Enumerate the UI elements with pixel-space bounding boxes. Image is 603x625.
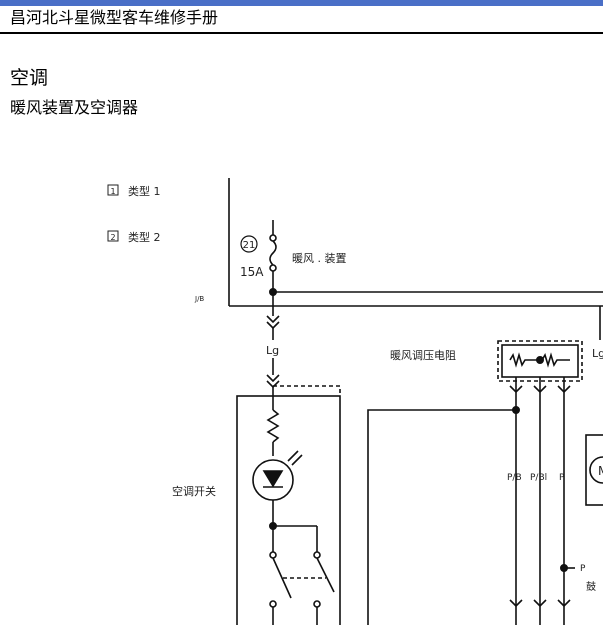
legend-marker-2	[107, 230, 119, 242]
switch-label: 空调开关	[172, 484, 216, 498]
motor-symbol: M	[598, 464, 603, 478]
manual-title: 昌河北斗星微型客车维修手册	[10, 8, 219, 27]
section-title: 空调	[10, 67, 49, 89]
light-emission-icon	[287, 450, 303, 466]
wire-p-right-label: P	[580, 564, 586, 574]
resistor-dashed-outline	[497, 340, 583, 382]
resistor-icon-right	[541, 352, 570, 368]
resistor-label: 暖风调压电阻	[390, 349, 456, 362]
fuse-number-circle	[240, 235, 258, 253]
switch-contact-right	[316, 557, 335, 593]
blower-label-partial: 鼓	[586, 580, 596, 593]
legend-number-2: 2	[110, 233, 115, 242]
fuse-label: 暖风 . 装置	[292, 252, 347, 265]
switch-contact-left	[272, 557, 292, 599]
contact-left-bottom	[269, 600, 277, 608]
led-icon	[262, 470, 284, 488]
blower-motor-box	[585, 434, 603, 506]
wire-p-label: P	[559, 473, 565, 483]
wire-lg-right-label: Lg	[592, 347, 603, 360]
wiring-diagram-svg: 1 类型 1 2 类型 2 21 15A 暖风 . 装置 J/B Lg Lg 暖…	[107, 178, 603, 625]
legend: 1 类型 1 2 类型 2	[107, 184, 161, 244]
indicator-resistor-icon	[266, 409, 280, 443]
fuse-icon	[269, 240, 277, 266]
connector-icon	[266, 315, 280, 330]
wiring-diagram: 1 类型 1 2 类型 2 21 15A 暖风 . 装置 J/B Lg Lg 暖…	[0, 160, 603, 625]
switch-dashed-link	[273, 385, 341, 396]
top-accent-bar	[0, 0, 603, 6]
return-wire	[367, 409, 516, 625]
motor-icon	[589, 456, 603, 484]
section-subtitle: 暖风装置及空调器	[10, 98, 139, 117]
wire-pbl-label: P/Bl	[530, 473, 547, 483]
fuse-rating: 15A	[240, 265, 264, 279]
resistor-icon-left	[509, 352, 538, 368]
fuse-terminal-bottom	[269, 264, 277, 272]
legend-label-1: 类型 1	[128, 184, 161, 198]
legend-marker-1	[107, 184, 119, 196]
fuse-terminal-top	[269, 234, 277, 242]
jb-label: J/B	[194, 295, 204, 303]
connector-icon	[509, 599, 571, 608]
connector-icon	[509, 385, 571, 394]
document-header: 昌河北斗星微型客车维修手册	[0, 6, 603, 34]
legend-label-2: 类型 2	[128, 230, 161, 244]
contact-right-top	[313, 551, 321, 559]
wire-lg-label: Lg	[266, 344, 279, 357]
resistor-center-dot	[535, 356, 544, 365]
contact-right-bottom	[313, 600, 321, 608]
fuse-number: 21	[243, 240, 256, 251]
wire-pb-label: P/B	[507, 473, 522, 483]
contact-left-top	[269, 551, 277, 559]
legend-number-1: 1	[110, 187, 115, 196]
ac-switch-box	[236, 395, 341, 625]
